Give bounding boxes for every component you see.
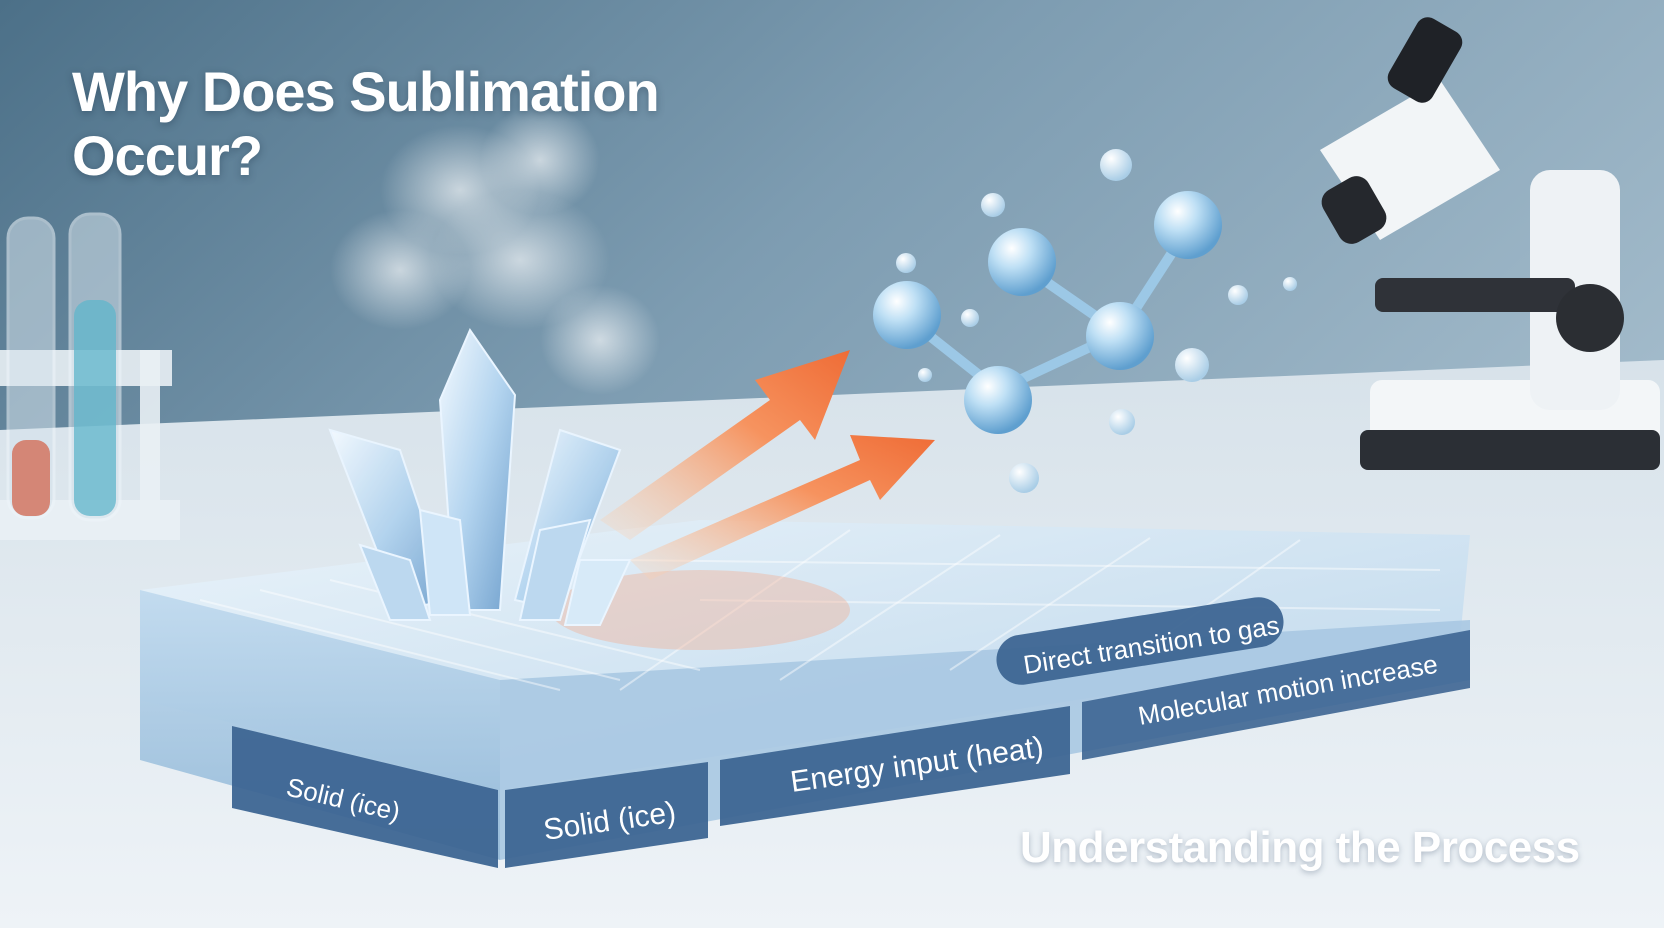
gas-molecules (873, 149, 1297, 493)
page-title: Why Does Sublimation Occur? (72, 60, 660, 187)
label-solid-front: Solid (ice) (232, 726, 498, 868)
page-subtitle: Understanding the Process (1020, 823, 1580, 872)
steam-cloud (330, 105, 660, 395)
heat-arrows (600, 350, 935, 580)
microscope (1320, 17, 1660, 470)
ice-crystal (328, 327, 632, 626)
test-tube-rack (0, 212, 180, 540)
label-solid-side: Solid (ice) (505, 762, 708, 868)
